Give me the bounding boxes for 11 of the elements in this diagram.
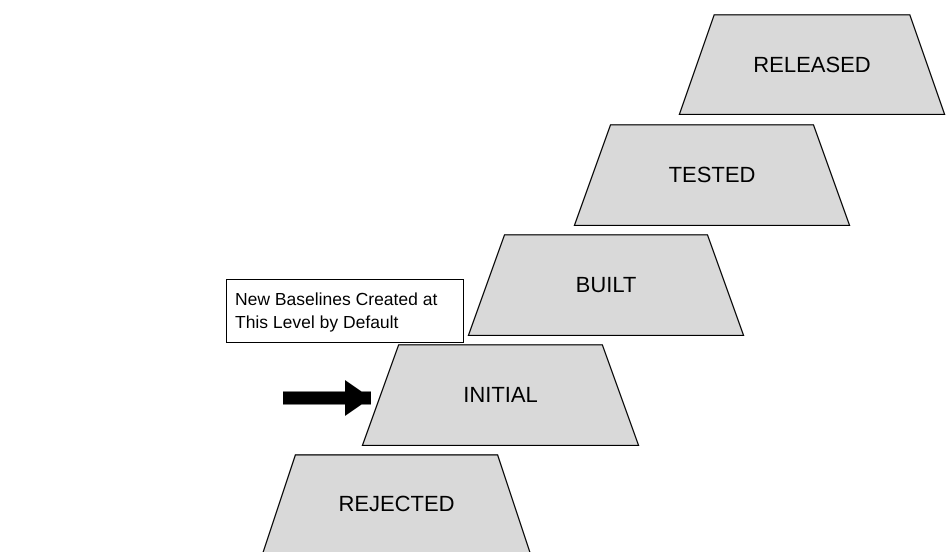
note-box: New Baselines Created at This Level by Default [226,279,464,343]
stage-trapezoid [573,124,851,226]
arrow [283,380,371,416]
stage-trapezoid [467,234,745,336]
stage-label: BUILT [574,272,638,298]
stage-label: REJECTED [337,490,456,516]
stage-trapezoid [678,14,946,115]
stage-label: TESTED [668,162,756,188]
stage-label: RELEASED [752,52,872,78]
stage-label: INITIAL [462,382,539,408]
stage-trapezoid [361,344,640,446]
